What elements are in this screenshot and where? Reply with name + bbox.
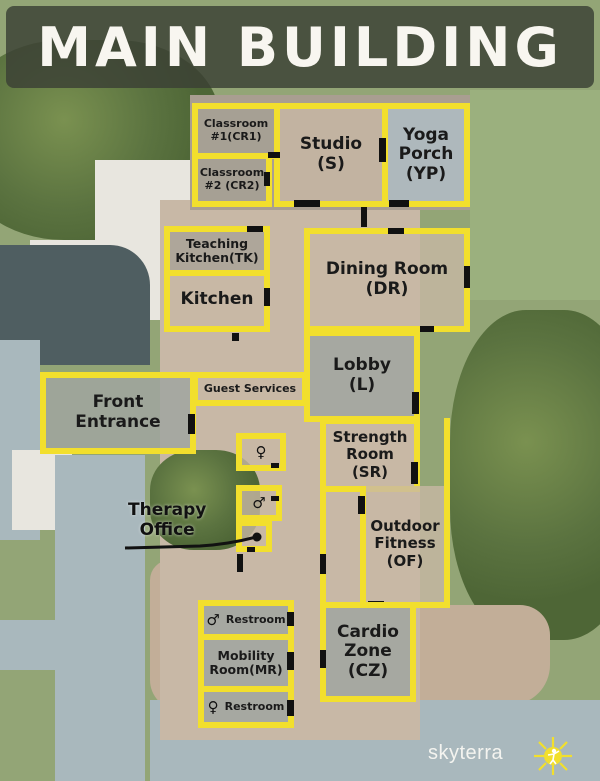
room-label: Lobby [333, 355, 391, 376]
page-title: MAIN BUILDING [37, 15, 563, 79]
door [412, 392, 419, 414]
therapy-office-pointer [124, 532, 262, 550]
room-label: Strength [332, 428, 408, 447]
room-label: Yoga [402, 124, 450, 145]
outer-wall-right [444, 418, 450, 494]
room-label: Dining Room [325, 259, 449, 280]
room-cardio-zone[interactable]: Cardio Zone (CZ) [320, 602, 416, 702]
door [232, 333, 239, 341]
room-label: Studio [299, 134, 363, 155]
male-person-icon: ♂ [252, 493, 266, 512]
room-label: (OF) [386, 551, 424, 570]
room-label: Room [346, 445, 394, 464]
room-restroom-bottom[interactable]: ♀ Restroom [198, 686, 294, 728]
strength-corridor-wall [320, 418, 326, 608]
room-label: Teaching [185, 235, 249, 251]
door [264, 172, 270, 186]
room-label: (CZ) [347, 660, 389, 681]
door [237, 554, 243, 572]
door [264, 288, 270, 306]
room-label: Entrance [75, 412, 161, 432]
door [294, 200, 320, 207]
door [420, 326, 434, 332]
door [411, 462, 418, 484]
room-label: Room(MR) [209, 662, 283, 677]
brand-name: skyterra [428, 742, 504, 764]
door [247, 226, 263, 232]
door [388, 228, 404, 234]
door [287, 700, 294, 716]
lawn-top-right [470, 90, 600, 300]
room-label: Kitchen [180, 289, 254, 309]
room-label: Restroom [225, 612, 286, 626]
room-mobility[interactable]: Mobility Room(MR) [198, 634, 294, 692]
room-label: #1(CR1) [210, 130, 262, 143]
room-label: Classroom [199, 166, 265, 180]
room-kitchen[interactable]: Kitchen [164, 270, 270, 332]
room-label: Restroom [224, 699, 285, 713]
room-dining-room[interactable]: Dining Room (DR) [304, 228, 470, 332]
door [287, 612, 294, 626]
room-front-entrance[interactable]: Front Entrance [40, 372, 196, 454]
door [320, 650, 326, 668]
room-label: (YP) [405, 163, 447, 184]
tree-canopy-right [450, 310, 600, 640]
room-outdoor-fitness[interactable]: Outdoor Fitness (OF) [360, 486, 450, 608]
room-small-restroom-men[interactable]: ♂ [236, 485, 282, 521]
therapy-office-label: Therapy Office [128, 500, 206, 541]
title-banner: MAIN BUILDING [6, 6, 594, 88]
female-person-icon: ♀ [255, 442, 267, 461]
room-label: (SR) [351, 462, 389, 481]
main-road [55, 455, 145, 781]
room-yoga-porch[interactable]: Yoga Porch (YP) [382, 103, 470, 207]
door [268, 152, 280, 158]
door [320, 554, 326, 574]
room-label: Outdoor [370, 517, 440, 536]
room-label: Office [139, 520, 195, 541]
room-guest-services[interactable]: Guest Services [192, 372, 308, 406]
room-label: (DR) [365, 279, 409, 299]
room-strength-room[interactable]: Strength Room (SR) [320, 418, 420, 492]
door [358, 496, 365, 514]
room-classroom-2[interactable]: Classroom #2 (CR2) [192, 153, 272, 207]
room-label: Cardio [336, 621, 399, 642]
room-label: Therapy [128, 500, 207, 520]
landscaping-bed-right [420, 605, 550, 705]
room-label: Porch [398, 144, 454, 165]
room-label: Mobility [217, 647, 275, 663]
room-label: Zone [344, 641, 392, 662]
door [389, 200, 409, 207]
room-label: Guest Services [203, 381, 297, 395]
door [188, 414, 195, 434]
road-cross [0, 620, 60, 670]
room-label: Fitness [374, 534, 436, 553]
sun-figure-icon [534, 737, 572, 775]
male-person-icon: ♂ [206, 610, 220, 629]
room-studio[interactable]: Studio (S) [274, 103, 388, 207]
room-label: Classroom [203, 117, 269, 131]
room-teaching-kitchen[interactable]: Teaching Kitchen(TK) [164, 226, 270, 276]
door [464, 266, 470, 288]
room-lobby[interactable]: Lobby (L) [304, 330, 420, 422]
door [379, 138, 386, 162]
door [361, 207, 367, 227]
room-label: Kitchen(TK) [175, 250, 259, 265]
room-classroom-1[interactable]: Classroom #1(CR1) [192, 103, 280, 159]
room-label: (S) [317, 154, 345, 174]
female-person-icon: ♀ [207, 697, 219, 716]
door [287, 652, 294, 670]
door [271, 463, 279, 468]
room-label: (L) [348, 375, 376, 395]
room-label: #2 (CR2) [204, 179, 260, 192]
door [271, 496, 279, 501]
room-label: Front [92, 392, 144, 413]
door [247, 547, 255, 552]
